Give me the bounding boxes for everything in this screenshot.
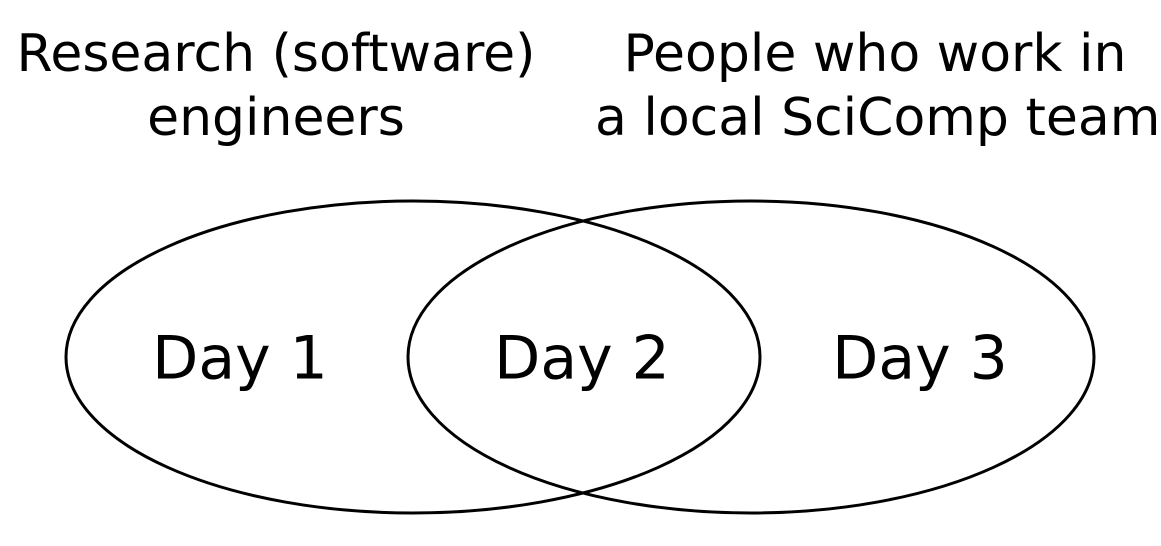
left-set-title: Research (software) engineers (16, 22, 536, 150)
left-set-title-line-2: engineers (147, 88, 405, 148)
overlap-region-label: Day 2 (494, 324, 670, 394)
right-set-title: People who work in a local SciComp team (595, 22, 1161, 150)
left-set-ellipse (64, 199, 762, 515)
right-set-title-line-1: People who work in (623, 24, 1127, 84)
right-set-title-line-2: a local SciComp team (595, 88, 1161, 148)
right-set-ellipse (406, 199, 1096, 515)
left-set-title-line-1: Research (software) (16, 24, 536, 84)
right-only-region-label: Day 3 (832, 324, 1008, 394)
left-only-region-label: Day 1 (152, 324, 328, 394)
